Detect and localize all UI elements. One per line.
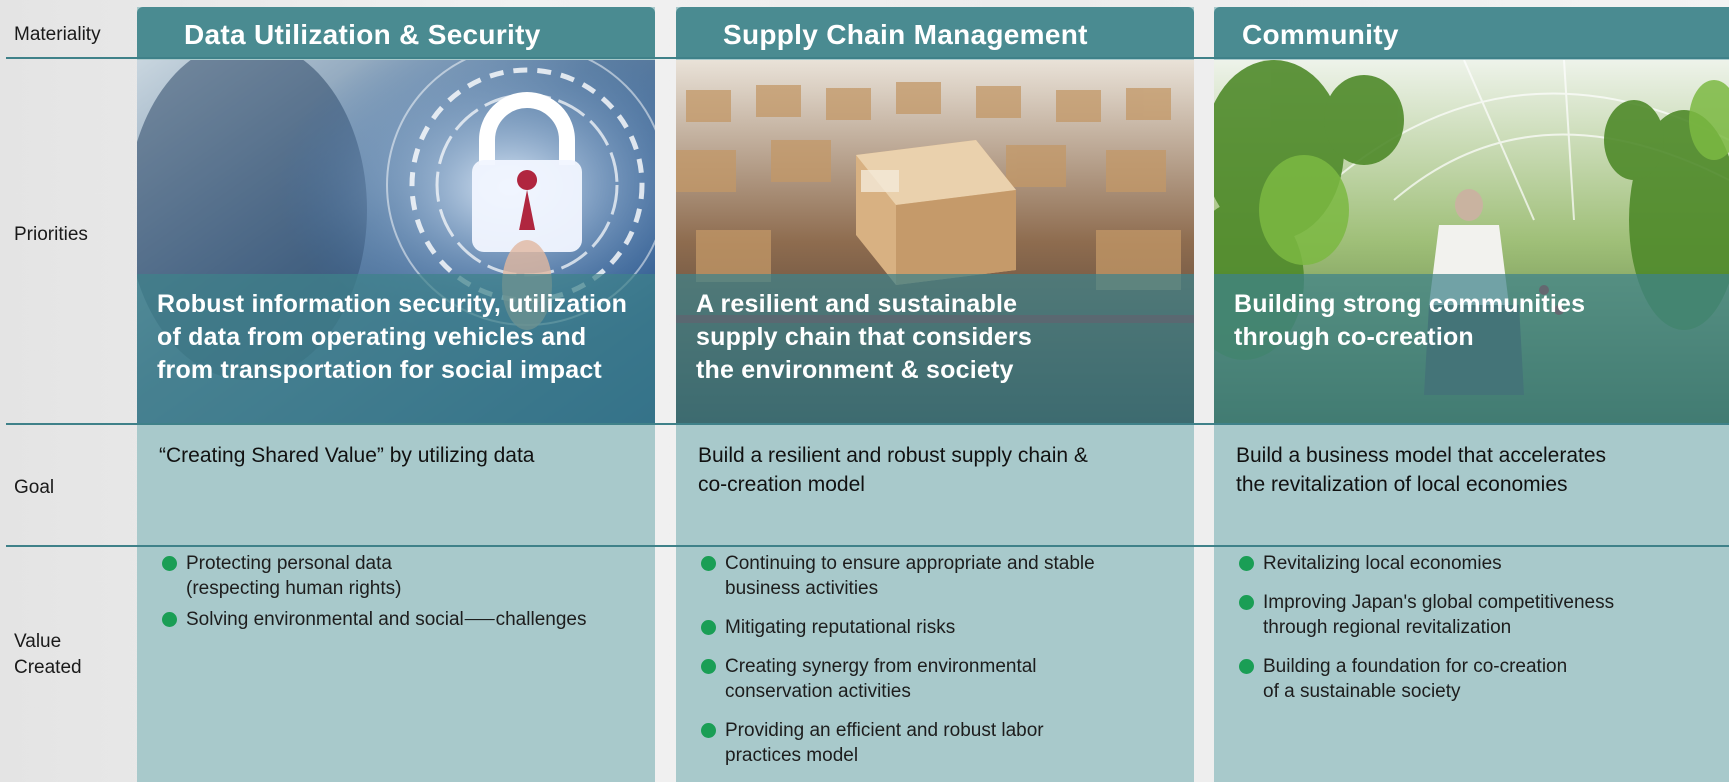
priority-panel: Building strong communities through co-c… [1214,274,1729,424]
column-header: Community [1214,7,1729,58]
materiality-column-community: Community [1214,7,1729,782]
value-item: Continuing to ensure appropriate and sta… [701,551,1186,601]
bullet-icon [162,612,177,627]
bullet-icon [701,556,716,571]
value-item: Creating synergy from environmental cons… [701,654,1186,704]
bullet-icon [1239,595,1254,610]
priority-text: Robust information security, utilization… [157,290,628,384]
row-label-goal: Goal [14,477,55,498]
value-item-text: Improving Japan's global competitiveness… [1263,592,1615,638]
value-item-text: Protecting personal data (respecting hum… [186,553,402,599]
value-list: Continuing to ensure appropriate and sta… [701,551,1186,782]
value-item: Providing an efficient and robust labor … [701,718,1186,768]
column-title: Community [1242,19,1399,50]
column-title: Data Utilization & Security [184,19,541,50]
column-header: Supply Chain Management [676,7,1194,58]
value-item-text: Revitalizing local economies [1263,553,1502,574]
materiality-column-supply-chain: Supply Chain Management [676,7,1194,782]
padlock-security-image: Robust information security, utilization… [137,60,655,424]
bullet-icon [701,620,716,635]
value-item-text: Building a foundation for co-creation of… [1263,656,1568,702]
bullet-icon [1239,659,1254,674]
value-item-text: Solving environmental and social⸺challen… [186,609,587,630]
value-item-text: Continuing to ensure appropriate and sta… [725,553,1095,599]
goal-text: Build a resilient and robust supply chai… [698,444,1088,496]
column-header: Data Utilization & Security [137,7,655,58]
value-list: Protecting personal data (respecting hum… [162,551,647,638]
priority-text: A resilient and sustainable supply chain… [696,290,1033,384]
cardboard-boxes-image: A resilient and sustainable supply chain… [676,60,1194,424]
row-label-priorities: Priorities [14,224,88,245]
bullet-icon [701,659,716,674]
value-item-text: Providing an efficient and robust labor … [725,720,1044,766]
priority-text: Building strong communities through co-c… [1234,290,1586,351]
value-list: Revitalizing local economies Improving J… [1239,551,1721,718]
divider-priorities [6,423,1729,425]
value-item-text: Mitigating reputational risks [725,617,956,638]
divider-materiality [6,57,1729,59]
priority-panel: Robust information security, utilization… [137,274,655,424]
divider-goal [6,545,1729,547]
greenhouse-farmer-image: Building strong communities through co-c… [1214,60,1729,424]
bullet-icon [162,556,177,571]
goal-text: “Creating Shared Value” by utilizing dat… [159,444,535,467]
priority-panel: A resilient and sustainable supply chain… [676,274,1194,424]
value-item: Protecting personal data (respecting hum… [162,551,647,601]
value-item: Solving environmental and social⸺challen… [162,607,647,632]
value-item: Building a foundation for co-creation of… [1239,654,1721,704]
value-item-text: Creating synergy from environmental cons… [725,656,1037,702]
bullet-icon [701,723,716,738]
value-item: Mitigating reputational risks [701,615,1186,640]
column-title: Supply Chain Management [723,19,1088,50]
row-label-materiality: Materiality [14,24,101,45]
value-item: Revitalizing local economies [1239,551,1721,576]
goal-text: Build a business model that accelerates … [1236,444,1607,496]
bullet-icon [1239,556,1254,571]
value-item: Improving Japan's global competitiveness… [1239,590,1721,640]
materiality-column-data-security: Data Utilization & Security [137,7,655,782]
row-label-value-created: Value Created [14,631,82,678]
